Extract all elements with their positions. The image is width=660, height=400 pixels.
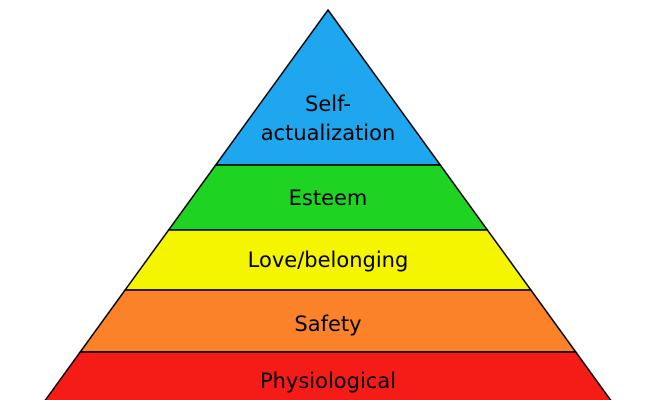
pyramid-label-safety: Safety [294,312,361,336]
pyramid-label-self-actualization: Self- [305,92,351,116]
pyramid-label-self-actualization: actualization [261,121,396,145]
pyramid-label-esteem: Esteem [289,186,368,210]
pyramid-level-physiological [44,351,612,400]
pyramid-label-physiological: Physiological [260,369,396,393]
pyramid-label-love-belonging: Love/belonging [248,248,409,272]
